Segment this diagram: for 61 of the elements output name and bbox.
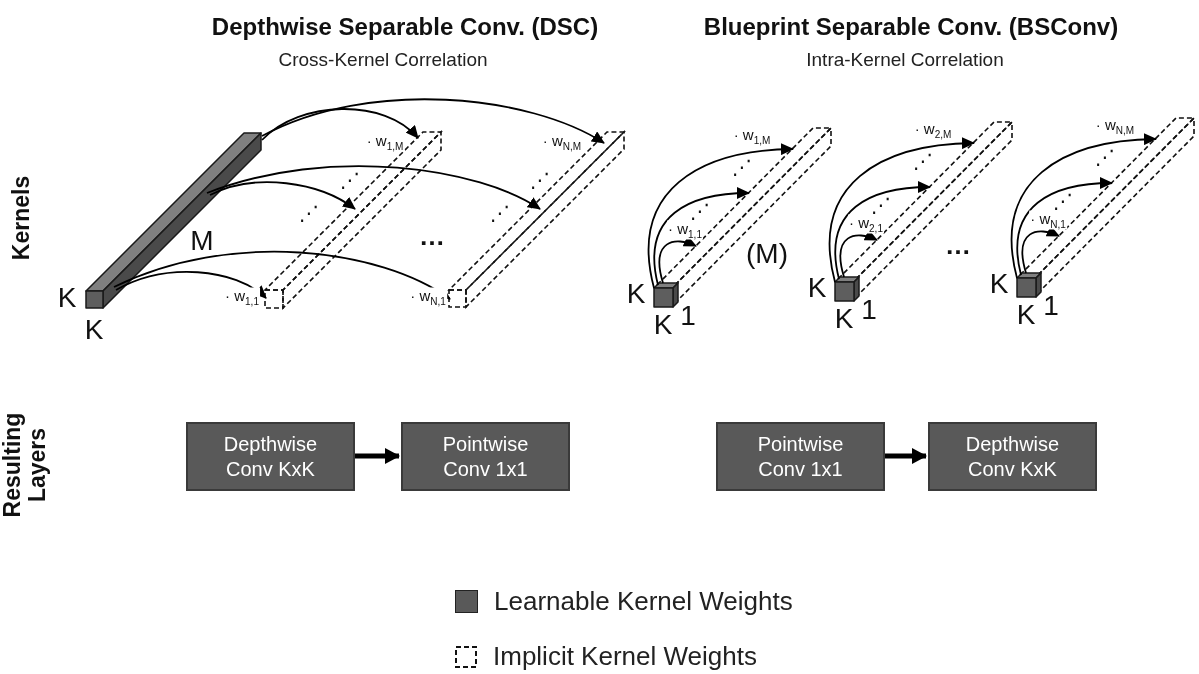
dimension-label: 1 — [861, 296, 877, 324]
dashed-prism — [447, 130, 626, 309]
arrow — [834, 181, 931, 280]
dimension-label: K — [834, 305, 854, 333]
arrow — [355, 448, 400, 464]
dimension-label: 1 — [1043, 292, 1059, 320]
arrow — [261, 98, 605, 144]
weight-label: · w$_{1,1}$ — [667, 220, 703, 240]
row-heading: Kernels — [9, 174, 35, 263]
ellipsis: ⋰ — [871, 195, 891, 215]
legend-text: Learnable Kernel Weights — [494, 586, 793, 617]
weight-label: · w$_{1,1}$ — [224, 287, 260, 307]
arrow — [261, 108, 419, 141]
dimension-label: 1 — [680, 302, 696, 330]
layer-box: Pointwise Conv 1x1 — [716, 422, 885, 491]
section-title: Blueprint Separable Conv. (BSConv) — [703, 13, 1119, 41]
section-title: Depthwise Separable Conv. (DSC) — [211, 13, 599, 41]
dimension-label: (M) — [746, 240, 788, 268]
dimension-label: K — [626, 280, 646, 308]
layer-box: Depthwise Conv KxK — [186, 422, 355, 491]
arrow — [206, 165, 541, 210]
ellipsis: … — [419, 223, 445, 249]
kernel-cube — [653, 282, 679, 308]
ellipsis: ⋰ — [690, 201, 710, 221]
arrow — [884, 448, 927, 464]
ellipsis: ⋰ — [490, 203, 510, 223]
layer-box: Pointwise Conv 1x1 — [401, 422, 570, 491]
arrow — [647, 143, 794, 289]
kernel-cube — [1016, 272, 1042, 298]
kernel-cube — [834, 276, 860, 302]
row-heading: Resulting Layers — [0, 411, 51, 520]
arrow — [828, 137, 975, 283]
ellipsis: ⋰ — [299, 203, 319, 223]
ellipsis: … — [945, 232, 971, 258]
arrow — [113, 250, 451, 300]
arrow — [1010, 133, 1157, 279]
arrow — [209, 181, 356, 210]
ellipsis: ⋰ — [913, 151, 933, 171]
arrow — [115, 271, 267, 299]
dimension-label: K — [807, 274, 827, 302]
ellipsis: ⋰ — [732, 157, 752, 177]
layer-box: Depthwise Conv KxK — [928, 422, 1097, 491]
dimension-label: K — [989, 270, 1009, 298]
weight-label: · w$_{2,1}$ — [848, 214, 884, 234]
arrow — [1016, 177, 1113, 276]
section-subtitle: Cross-Kernel Correlation — [278, 49, 488, 71]
legend-text: Implicit Kernel Weights — [493, 641, 757, 672]
dimension-label: K — [653, 311, 673, 339]
section-subtitle: Intra-Kernel Correlation — [806, 49, 1004, 71]
weight-label: · w$_{N,1}$ — [409, 287, 447, 307]
weight-label: · w$_{N,1}$ — [1029, 210, 1067, 230]
ellipsis: ⋰ — [1053, 191, 1073, 211]
dimension-label: K — [84, 316, 104, 344]
ellipsis: ⋰ — [1095, 147, 1115, 167]
ellipsis: ⋰ — [530, 170, 550, 190]
dimension-label: K — [57, 284, 77, 312]
ellipsis: ⋰ — [340, 170, 360, 190]
solid-prism — [85, 132, 262, 309]
dimension-label: M — [190, 227, 214, 255]
arrow — [653, 187, 750, 286]
dimension-label: K — [1016, 301, 1036, 329]
